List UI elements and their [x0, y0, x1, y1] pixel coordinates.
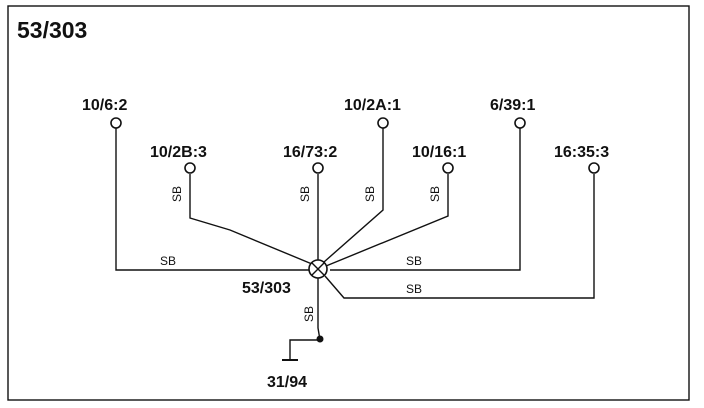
terminal-10-2B-3-icon	[184, 162, 196, 174]
wire-color-label: SB	[170, 186, 184, 202]
wire-color-label: SB	[160, 254, 176, 268]
connector-label-10-2B-3: 10/2B:3	[150, 144, 207, 161]
terminal-10-2A-1-icon	[377, 117, 389, 129]
ground-label: 31/94	[267, 374, 307, 391]
terminal-6-39-1-icon	[514, 117, 526, 129]
wire-10-6-2	[115, 128, 310, 271]
terminal-10-16-1-icon	[442, 162, 454, 174]
connector-label-16-35-3: 16:35:3	[554, 144, 609, 161]
diagram-title: 53/303	[17, 17, 87, 43]
diagram-frame	[7, 5, 690, 401]
wire-10-2A-1	[323, 128, 384, 263]
wire-color-label: SB	[302, 306, 316, 322]
connector-label-10-2A-1: 10/2A:1	[344, 97, 401, 114]
junction-dot-icon	[316, 335, 324, 343]
connector-label-16-73-2: 16/73:2	[283, 144, 337, 161]
wire-color-label: SB	[428, 186, 442, 202]
connector-label-10-6-2: 10/6:2	[82, 97, 127, 114]
wire-color-label: SB	[363, 186, 377, 202]
wire-color-labels: SB SB SB SB SB SB SB SB	[160, 186, 442, 322]
wire-color-label: SB	[298, 186, 312, 202]
terminals	[110, 117, 600, 174]
terminal-10-6-2-icon	[110, 117, 122, 129]
terminal-16-73-2-icon	[312, 162, 324, 174]
wire-16-35-3	[324, 174, 595, 299]
wire-10-2B-3	[189, 174, 313, 265]
splice-node-icon	[308, 259, 328, 279]
wire-color-label: SB	[406, 282, 422, 296]
wire-10-16-1	[325, 174, 449, 267]
wire-color-label: SB	[406, 254, 422, 268]
connector-label-6-39-1: 6/39:1	[490, 97, 535, 114]
wire-6-39-1	[330, 128, 521, 271]
terminal-16-35-3-icon	[588, 162, 600, 174]
connector-label-10-16-1: 10/16:1	[412, 144, 466, 161]
splice-label: 53/303	[242, 280, 291, 297]
wires	[115, 128, 595, 360]
